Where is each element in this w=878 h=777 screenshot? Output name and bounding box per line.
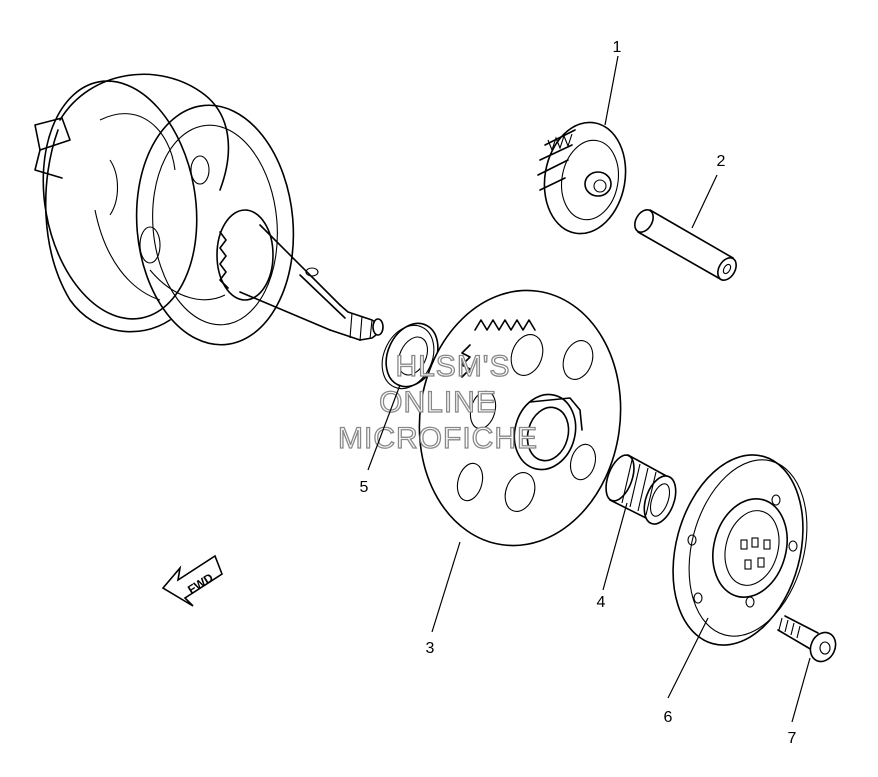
callout-leaders: [367, 55, 811, 723]
part-4-bearing: [605, 454, 677, 525]
callout-3: 3: [426, 640, 435, 657]
part-7-bolt: [777, 615, 837, 663]
callout-5: 5: [360, 479, 369, 496]
callout-7: 7: [788, 730, 797, 747]
watermark-line-3: MICROFICHE: [338, 422, 538, 455]
part-3-starter-wheel: [418, 289, 622, 547]
part-2-pin: [634, 209, 737, 281]
callout-2: 2: [717, 153, 726, 170]
fwd-direction-arrow: FWD: [161, 554, 223, 607]
callout-6: 6: [664, 709, 673, 726]
watermark: HLSM'S ONLINE MICROFICHE: [337, 349, 538, 455]
callout-numbers: 1 2 3 4 5 6 7: [360, 39, 797, 747]
crankshaft: [34, 73, 384, 346]
part-6-starter-clutch: [672, 454, 808, 646]
watermark-line-1: HLSM'S: [395, 350, 510, 383]
watermark-line-2: ONLINE: [379, 386, 497, 419]
callout-1: 1: [613, 39, 622, 56]
callout-4: 4: [597, 594, 606, 611]
part-1-gear: [537, 121, 627, 235]
